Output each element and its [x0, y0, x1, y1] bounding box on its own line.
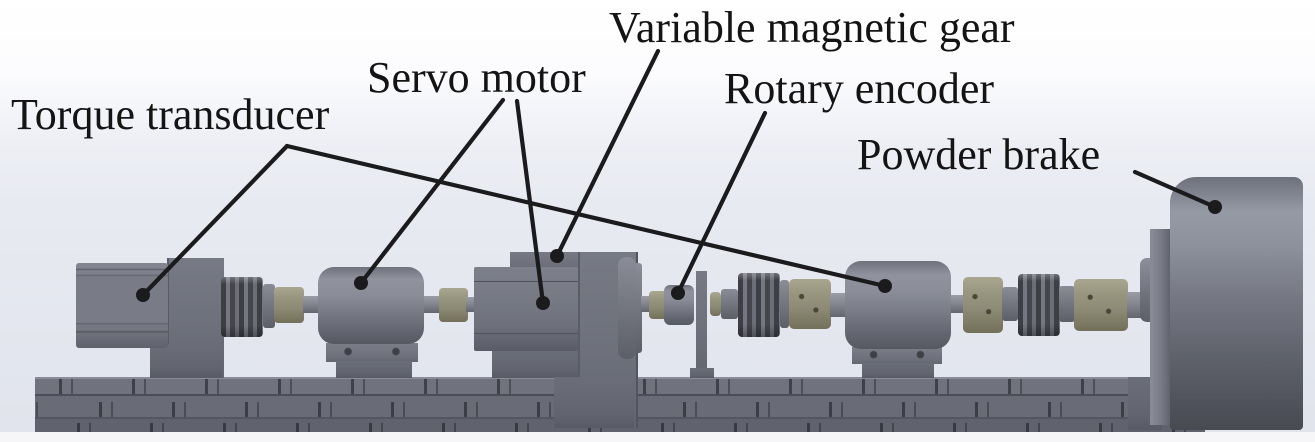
- leader-dot-rotary-encoder: [671, 286, 685, 300]
- magnetic-gear-foot: [554, 377, 634, 428]
- label-torque-transducer: Torque transducer: [11, 90, 330, 139]
- leader-line-torque-transducer: [140, 143, 290, 298]
- label-rotary-encoder: Rotary encoder: [724, 64, 994, 113]
- disc-coupling-1: [221, 277, 263, 337]
- floor-strip: [0, 432, 1315, 442]
- leader-dot-servo-motor: [354, 276, 368, 290]
- shaft-2: [423, 296, 441, 313]
- coupling-ring-4: [1002, 287, 1018, 321]
- leader-line-variable-magnetic-gear: [554, 48, 661, 259]
- disc-coupling-2: [738, 273, 780, 337]
- leader-line-torque-transducer: [284, 143, 888, 289]
- torque-transducer-right-body: [845, 261, 951, 349]
- shaft-4: [641, 296, 651, 312]
- leader-dot-powder-brake: [1208, 200, 1222, 214]
- shaft-6: [949, 295, 965, 313]
- servo-motor-front-pedestal: [336, 361, 412, 378]
- coupling-ring-5: [1059, 286, 1075, 322]
- leader-dot-variable-magnetic-gear: [550, 249, 564, 263]
- flexible-coupling-4: [710, 292, 721, 316]
- servo-motor-front-mount: [326, 343, 418, 362]
- label-powder-brake: Powder brake: [857, 130, 1101, 179]
- leader-dot-servo-motor: [536, 296, 550, 310]
- sleeve-coupling-1: [789, 279, 831, 329]
- sleeve-coupling-3: [1074, 279, 1128, 331]
- shaft-5: [830, 293, 847, 317]
- shaft-1: [303, 296, 321, 313]
- encoder-support-foot: [690, 368, 714, 378]
- label-variable-magnetic-gear: Variable magnetic gear: [609, 3, 1015, 52]
- leader-dot-torque-transducer: [878, 279, 892, 293]
- servo-motor-front-body: [318, 267, 424, 344]
- powder-brake-drum: [1170, 177, 1303, 430]
- leader-line-rotary-encoder: [675, 110, 768, 296]
- torque-transducer-right-pedestal: [862, 363, 934, 378]
- torque-transducer-right-mount: [852, 347, 942, 364]
- powder-brake-front-plate: [1150, 229, 1172, 425]
- torque-transducer-left-body: [76, 263, 168, 348]
- torque-transducer-left-pedestal: [150, 344, 222, 378]
- leader-line-servo-motor: [358, 97, 506, 286]
- gear-output-rim: [634, 263, 642, 353]
- servo-motor-rear-body: [474, 267, 578, 351]
- flexible-coupling-1: [274, 287, 304, 323]
- coupling-ring-1: [263, 284, 275, 328]
- leader-line-servo-motor: [514, 98, 546, 306]
- encoder-support-plate: [696, 271, 707, 377]
- label-servo-motor: Servo motor: [367, 53, 586, 102]
- disc-coupling-3: [1018, 274, 1060, 336]
- leader-line-powder-brake: [1132, 169, 1218, 210]
- sleeve-coupling-2: [963, 277, 1003, 333]
- leader-dot-torque-transducer: [136, 288, 150, 302]
- flexible-coupling-2: [439, 288, 468, 322]
- coupling-ring-3: [780, 280, 789, 328]
- flexible-coupling-3: [649, 291, 667, 319]
- shaft-3: [466, 297, 476, 312]
- coupling-ring-2: [721, 289, 738, 319]
- gear-output-flange: [618, 257, 636, 359]
